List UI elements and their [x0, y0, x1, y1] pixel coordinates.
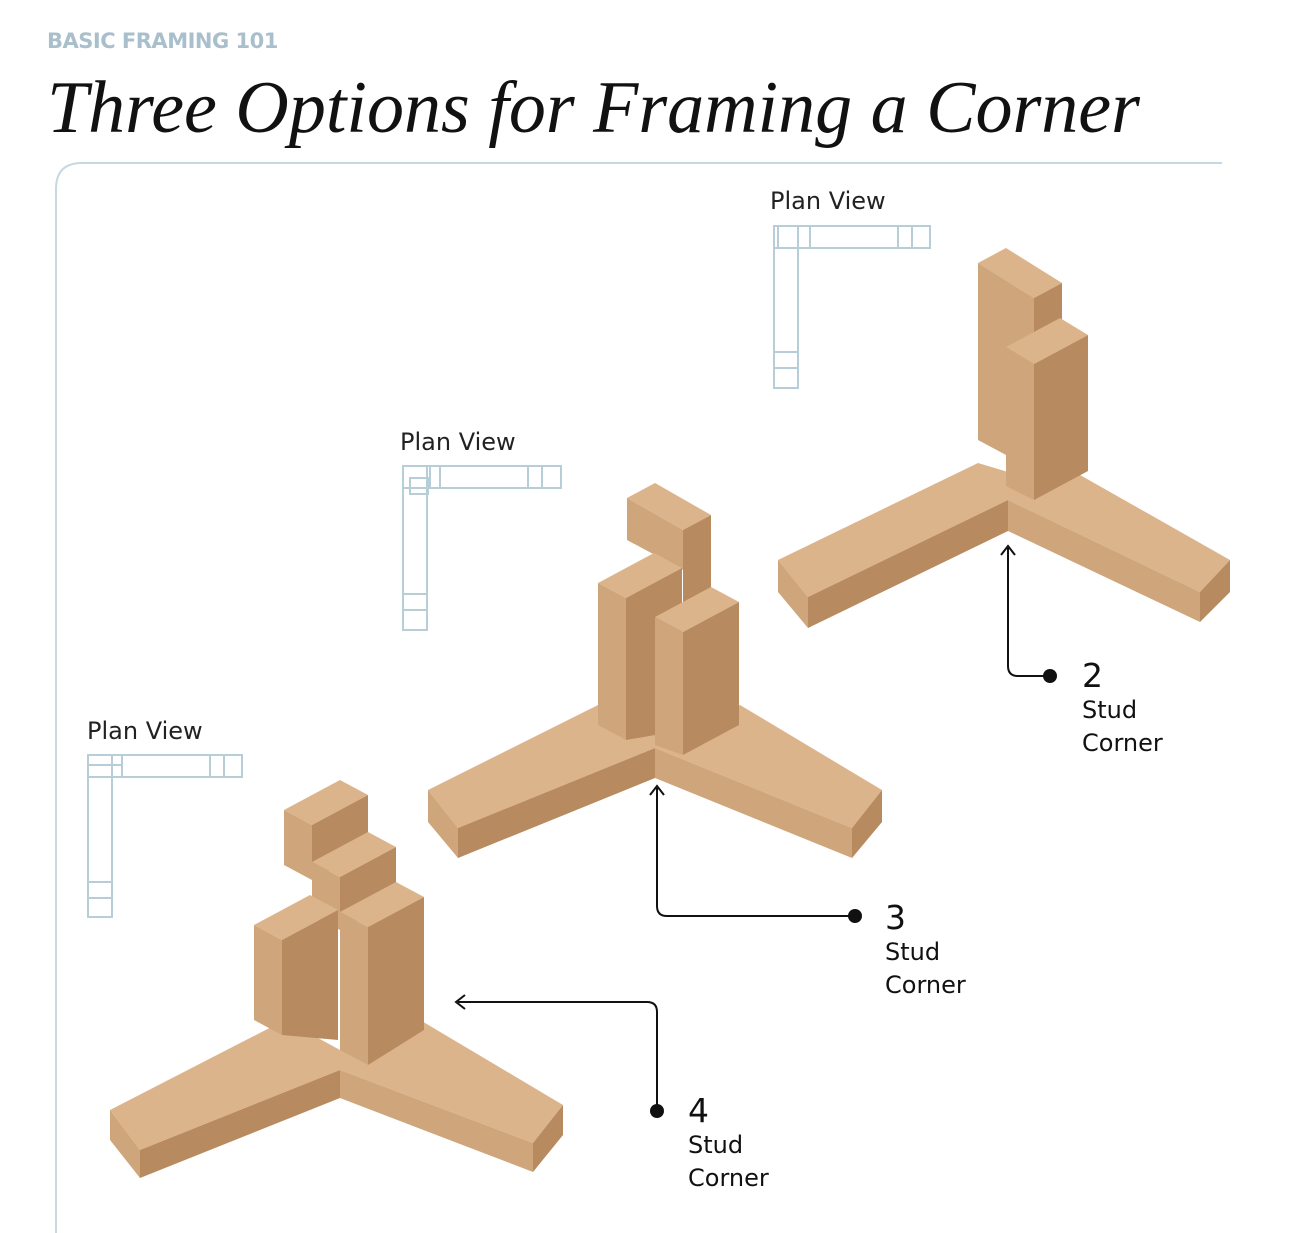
stud-right-face — [655, 617, 683, 755]
stud-front-top — [1006, 318, 1088, 364]
pointer-dot-4-stud — [650, 1104, 664, 1118]
arm-right-top — [1008, 471, 1230, 592]
arm-right-side — [533, 1105, 563, 1172]
callout-line-1: Stud — [1082, 696, 1138, 724]
callout-3-stud-corner: 3 Stud Corner — [885, 900, 966, 1002]
page-title: Three Options for Framing a Corner — [47, 67, 1140, 149]
stud-left-face — [598, 583, 626, 740]
callout-line-2: Corner — [688, 1164, 769, 1192]
pointer-line-4-stud — [458, 1001, 658, 1110]
pointer-arrowhead-4-stud — [454, 994, 466, 1010]
arm-left-front — [778, 560, 808, 628]
stud-count: 4 — [688, 1091, 709, 1130]
plan-view-drawing-4-stud — [87, 754, 243, 918]
plan-view-label-4-stud: Plan View — [87, 717, 203, 745]
wood-model-2-stud — [778, 248, 1230, 628]
stud-top-face — [284, 810, 312, 880]
callout-4-stud-corner: 4 Stud Corner — [688, 1093, 769, 1195]
arm-left-top — [778, 463, 1008, 597]
arm-right-front — [1008, 500, 1200, 622]
wood-model-3-stud — [428, 483, 882, 858]
stud-left-face — [254, 925, 282, 1035]
arm-left-top — [110, 1020, 340, 1150]
arm-left-front — [428, 790, 458, 858]
stud-right-face — [340, 912, 368, 1065]
stud-right-top — [340, 882, 424, 927]
callout-line-1: Stud — [885, 938, 941, 966]
pointer-line-2-stud — [1007, 548, 1048, 677]
stud-left-top — [254, 895, 338, 940]
stud-count: 2 — [1082, 656, 1103, 695]
stud-back-top — [978, 248, 1062, 298]
content-frame — [55, 162, 1222, 1233]
arm-right-front — [340, 1070, 533, 1172]
stud-right-side — [683, 602, 739, 755]
plan-view-label-2-stud: Plan View — [770, 187, 886, 215]
stud-right-side — [368, 897, 424, 1065]
stud-count: 3 — [885, 898, 906, 937]
arm-right-side — [852, 790, 882, 858]
arm-left-top — [428, 705, 655, 828]
kicker-label: BASIC FRAMING 101 — [47, 29, 278, 53]
pointer-arrowhead-3-stud — [649, 784, 665, 796]
stud-mid-top — [312, 832, 396, 877]
stud-top-top — [284, 780, 368, 825]
wood-model-4-stud — [110, 780, 563, 1178]
arm-left-side — [808, 500, 1008, 628]
arm-right-side — [1200, 560, 1230, 622]
stud-back-face — [627, 498, 683, 570]
callout-2-stud-corner: 2 Stud Corner — [1082, 658, 1163, 760]
arm-right-front — [655, 748, 852, 858]
plan-view-drawing-3-stud — [402, 465, 562, 631]
callout-line-1: Stud — [688, 1131, 744, 1159]
stud-front-side — [1034, 335, 1088, 500]
callout-line-2: Corner — [1082, 729, 1163, 757]
plan-view-drawing-2-stud — [773, 225, 931, 389]
arm-left-front — [110, 1110, 140, 1178]
arm-left-side — [140, 1070, 340, 1178]
stud-back-top — [627, 483, 711, 530]
pointer-dot-2-stud — [1043, 669, 1057, 683]
stud-left-side — [282, 910, 338, 1040]
arm-left-side — [458, 748, 655, 858]
pointer-line-3-stud — [656, 788, 853, 917]
stud-right-top — [655, 587, 739, 632]
stud-left-top — [598, 553, 682, 598]
arm-right-top — [340, 1020, 563, 1143]
pointer-arrowhead-2-stud — [1000, 544, 1016, 556]
stud-back-side — [683, 515, 711, 615]
plan-view-label-3-stud: Plan View — [400, 428, 516, 456]
callout-line-2: Corner — [885, 971, 966, 999]
stud-front-face — [1006, 347, 1034, 500]
pointer-dot-3-stud — [848, 909, 862, 923]
